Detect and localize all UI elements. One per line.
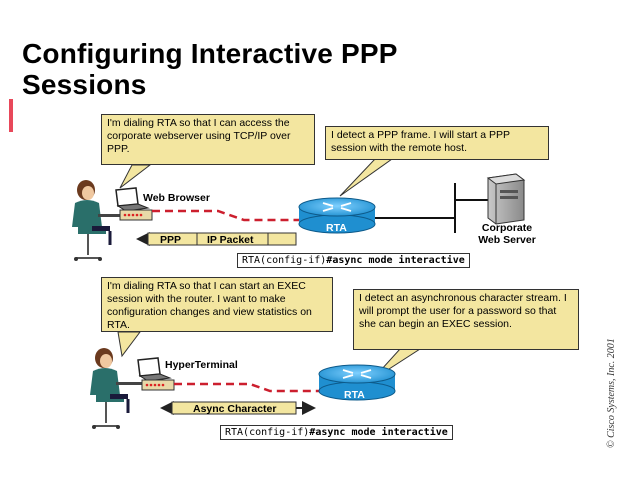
bottom-dial-link	[174, 382, 320, 393]
top-router-label: RTA	[326, 222, 347, 234]
bottom-command-text: #async mode interactive	[309, 427, 448, 438]
bottom-command-line: RTA(config-if)#async mode interactive	[220, 425, 453, 440]
top-router-callout-pointer	[339, 158, 394, 197]
bottom-laptop-icon	[137, 357, 172, 382]
top-dial-link	[152, 209, 300, 222]
top-router-icon	[298, 197, 376, 234]
accent-bar	[9, 99, 13, 132]
top-command-line: RTA(config-if)#async mode interactive	[237, 253, 470, 268]
top-server-label-line1: Corporate	[481, 222, 533, 234]
top-packet-ppp-label: PPP	[160, 234, 182, 246]
bottom-user-callout: I'm dialing RTA so that I can start an E…	[101, 277, 333, 332]
bottom-user-person-icon	[90, 348, 164, 429]
top-app-label: Web Browser	[143, 192, 210, 204]
title-line-1: Configuring Interactive PPP	[22, 38, 398, 69]
copyright-notice: © Cisco Systems, Inc. 2001	[606, 298, 618, 458]
top-laptop-icon	[115, 187, 150, 212]
bottom-user-callout-pointer	[117, 331, 141, 358]
top-packet-arrow	[136, 232, 297, 246]
slide-title: Configuring Interactive PPP Sessions	[22, 38, 398, 100]
top-server-label-line2: Web Server	[478, 234, 536, 246]
top-user-callout-pointer	[119, 164, 152, 189]
top-command-prompt: RTA(config-if)	[242, 255, 327, 266]
bottom-router-label: RTA	[344, 389, 365, 401]
bottom-router-icon	[318, 364, 396, 401]
bottom-command-prompt: RTA(config-if)	[225, 427, 310, 438]
top-user-callout: I'm dialing RTA so that I can access the…	[101, 114, 315, 165]
top-server-label: Corporate Web Server	[466, 222, 548, 246]
top-modem-icon	[119, 209, 153, 221]
bottom-router-callout: I detect an asynchronous character strea…	[353, 289, 579, 350]
copyright-text: © Cisco Systems, Inc. 2001	[606, 338, 617, 448]
top-router-callout: I detect a PPP frame. I will start a PPP…	[325, 126, 549, 160]
top-packet-ip-label: IP Packet	[207, 234, 254, 246]
top-user-person-icon	[72, 180, 146, 261]
bottom-async-arrow	[160, 401, 316, 415]
bottom-modem-icon	[141, 379, 175, 391]
top-web-server-icon	[486, 173, 526, 225]
bottom-packet-async-label: Async Character	[193, 403, 277, 415]
bottom-app-label: HyperTerminal	[165, 359, 238, 371]
top-command-text: #async mode interactive	[326, 255, 465, 266]
title-line-2: Sessions	[22, 69, 147, 100]
